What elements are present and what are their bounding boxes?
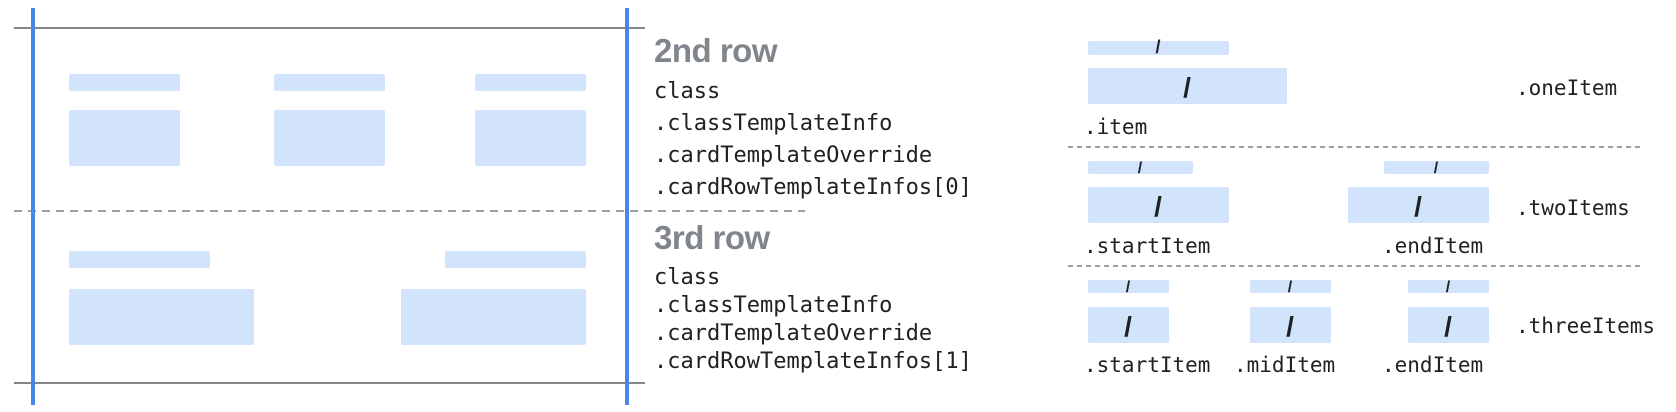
slot-label-box	[1088, 41, 1229, 55]
second-row-title: 2nd row	[654, 32, 778, 69]
placeholder-value	[401, 289, 586, 345]
one-item-layout: / / .item .oneItem	[1084, 37, 1617, 139]
path-segment: .classTemplateInfo	[654, 111, 893, 136]
slot-separator: /	[1126, 279, 1131, 296]
placeholder-label	[69, 251, 210, 268]
path-segment: class	[654, 79, 721, 104]
slot-separator: /	[1155, 37, 1160, 57]
slot-separator: /	[1154, 191, 1162, 222]
third-row-mockup	[69, 251, 586, 345]
slot-label-box	[1088, 161, 1193, 174]
path-segment: .cardRowTemplateInfos[0]	[654, 175, 972, 200]
second-row-path: class .classTemplateInfo .cardTemplateOv…	[654, 76, 972, 204]
slot-separator: /	[1446, 279, 1451, 296]
slot-separator: /	[1288, 279, 1293, 296]
placeholder-label	[475, 74, 586, 91]
layout-name: .twoItems	[1516, 196, 1630, 220]
path-segment: .cardTemplateOverride	[654, 321, 933, 346]
slot-separator: /	[1138, 160, 1143, 177]
placeholder-label	[69, 74, 180, 91]
slot-value-box	[1088, 187, 1229, 223]
card-mockup	[14, 8, 805, 405]
layout-name: .threeItems	[1516, 314, 1655, 338]
slot-value-box	[1250, 307, 1331, 343]
path-segment: .classTemplateInfo	[654, 293, 893, 318]
placeholder-value	[274, 110, 385, 166]
third-row-path: class .classTemplateInfo .cardTemplateOv…	[654, 264, 972, 376]
slot-value-box	[1088, 68, 1287, 104]
slot-separator: /	[1183, 72, 1191, 103]
slot-label-box	[1088, 280, 1169, 293]
item-name: .endItem	[1382, 353, 1483, 377]
placeholder-value	[69, 110, 180, 166]
slot-separator: /	[1434, 160, 1439, 177]
slot-value-box	[1348, 187, 1489, 223]
slot-separator: /	[1414, 191, 1422, 222]
slot-separator: /	[1124, 311, 1132, 342]
row-layouts: / / .item .oneItem / / / / .startItem .e…	[1068, 37, 1655, 377]
second-row-mockup	[69, 74, 586, 166]
item-name: .midItem	[1234, 353, 1335, 377]
layout-name: .oneItem	[1516, 76, 1617, 100]
slot-separator: /	[1286, 311, 1294, 342]
path-segment: .cardRowTemplateInfos[1]	[654, 349, 972, 374]
path-segment: class	[654, 265, 721, 290]
slot-label-box	[1408, 280, 1489, 293]
path-segment: .cardTemplateOverride	[654, 143, 933, 168]
two-items-layout: / / / / .startItem .endItem .twoItems	[1084, 160, 1630, 258]
placeholder-value	[475, 110, 586, 166]
slot-value-box	[1088, 307, 1169, 343]
item-name: .endItem	[1382, 234, 1483, 258]
item-name: .item	[1084, 115, 1147, 139]
item-name: .startItem	[1084, 353, 1210, 377]
slot-label-box	[1384, 161, 1489, 174]
placeholder-value	[69, 289, 254, 345]
slot-value-box	[1408, 307, 1489, 343]
placeholder-label	[445, 251, 586, 268]
third-row-title: 3rd row	[654, 219, 770, 256]
slot-separator: /	[1444, 311, 1452, 342]
slot-label-box	[1250, 280, 1331, 293]
item-name: .startItem	[1084, 234, 1210, 258]
placeholder-label	[274, 74, 385, 91]
three-items-layout: / / / / / / .startItem .midItem .endItem…	[1084, 279, 1655, 377]
